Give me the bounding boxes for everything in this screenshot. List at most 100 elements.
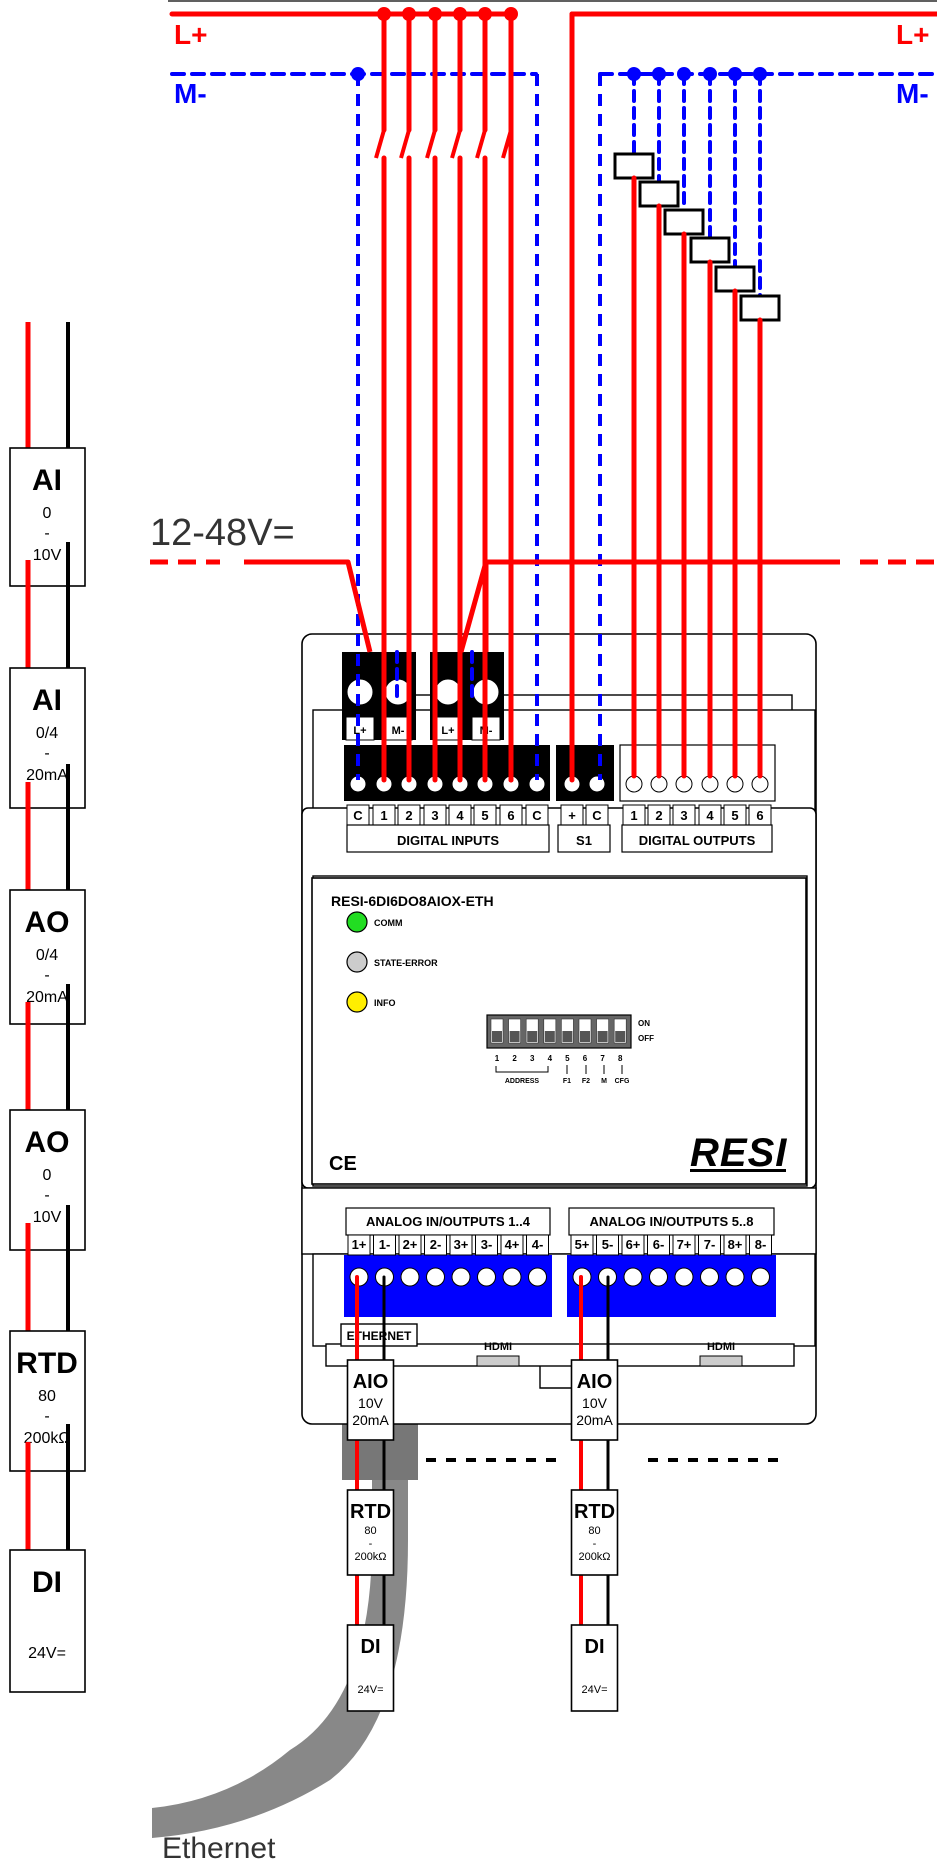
power-terminal-block-1: L+M-	[342, 652, 416, 741]
aio-terminal-label: 1+	[352, 1237, 367, 1252]
s1-block: +CS1	[556, 745, 614, 853]
junction-dot	[652, 67, 666, 81]
legend-line: 80	[38, 1388, 56, 1405]
dip-lever	[562, 1031, 573, 1042]
aio-label-box	[526, 1234, 549, 1256]
legend-item-ao: AO0-10V	[9, 984, 86, 1251]
legend-title: AO	[25, 1126, 70, 1159]
legend-line: 0	[43, 1167, 52, 1184]
aio-terminal-label: 5+	[575, 1237, 590, 1252]
junction-dot	[753, 67, 767, 81]
legend-box	[9, 1109, 86, 1251]
sensor-box	[570, 1359, 619, 1441]
legend-line: 20mA	[26, 767, 68, 784]
legend-line: 200kΩ	[24, 1430, 71, 1447]
hdmi-port-2[interactable]: HDMI	[699, 1341, 743, 1367]
di-terminal-label: 6	[507, 808, 514, 823]
aio-terminal-label: 2+	[403, 1237, 418, 1252]
supply-voltage-label: 12-48V=	[150, 512, 295, 554]
relay-coil-2	[638, 180, 680, 208]
device-model-name: RESI-6DI6DO8AIOX-ETH	[331, 893, 494, 909]
legend-line: 0	[43, 505, 52, 522]
s1-terminal-label: C	[592, 808, 602, 823]
sensor-line: 80	[588, 1525, 600, 1537]
ce-mark: CE	[329, 1153, 357, 1175]
sensor-line: -	[369, 1538, 373, 1550]
relay-coil-6	[739, 294, 781, 322]
aio-terminal-body	[567, 1255, 776, 1317]
relay-coil-3	[663, 208, 705, 236]
hdmi-port-1[interactable]: HDMI	[476, 1341, 520, 1367]
ethernet-port[interactable]: ETHERNET	[340, 1323, 418, 1347]
led-info	[346, 991, 368, 1013]
svg-text:RESI: RESI	[690, 1131, 787, 1175]
svg-text:HDMI: HDMI	[484, 1341, 512, 1353]
aio-screw-3+[interactable]	[451, 1267, 471, 1287]
sensor-title: RTD	[350, 1501, 391, 1523]
aio-terminal-body	[344, 1255, 552, 1317]
sensor-line: 10V	[358, 1395, 384, 1411]
do-terminal-label: 4	[706, 808, 714, 823]
aio-label-box	[698, 1234, 721, 1256]
legend-item-ai: AI0-10V	[9, 322, 86, 587]
aio-label-box	[723, 1234, 747, 1256]
ethernet-cable-label: Ethernet	[162, 1832, 276, 1861]
aio-group-label: ANALOG IN/OUTPUTS 5..8	[590, 1214, 754, 1229]
led-comm	[346, 911, 368, 933]
legend-box	[9, 1549, 86, 1693]
legend-line: 20mA	[26, 989, 68, 1006]
aio-screw-7+[interactable]	[674, 1267, 694, 1287]
legend-item-ao: AO0/4-20mA	[9, 764, 86, 1025]
legend-line: -	[44, 525, 49, 542]
dip-number: 3	[530, 1054, 535, 1063]
aio-screw-6-[interactable]	[649, 1267, 668, 1287]
s1-screw[interactable]	[588, 775, 606, 793]
dip-lever	[509, 1031, 520, 1042]
aio-terminal-label: 2-	[430, 1237, 442, 1252]
junction-dot	[377, 7, 391, 21]
digital-outputs-label: DIGITAL OUTPUTS	[639, 833, 756, 848]
aio-group-box	[568, 1207, 775, 1236]
junction-dot	[677, 67, 691, 81]
aio-screw-2-[interactable]	[426, 1267, 445, 1287]
legend-box	[9, 667, 86, 809]
sensor-title: DI	[585, 1636, 605, 1658]
aio-screw-8-[interactable]	[751, 1267, 770, 1287]
do-terminal-label: 6	[756, 808, 763, 823]
func-label: F2	[582, 1078, 590, 1085]
aio-terminal-label: 7-	[704, 1237, 716, 1252]
sensor-box	[346, 1489, 395, 1576]
aio-screw-3-[interactable]	[477, 1267, 496, 1287]
aio-screw-4+[interactable]	[502, 1267, 522, 1287]
aio-screw-7-[interactable]	[700, 1267, 719, 1287]
aio-label-box	[424, 1234, 447, 1256]
dip-lever	[580, 1031, 590, 1042]
aio-label-box	[449, 1234, 473, 1256]
power-screw[interactable]	[434, 678, 462, 706]
aio-screw-6+[interactable]	[623, 1267, 643, 1287]
aio-screw-4-[interactable]	[528, 1267, 547, 1287]
svg-text:HDMI: HDMI	[707, 1341, 735, 1353]
aio-screw-2+[interactable]	[400, 1267, 420, 1287]
s1-block-body	[556, 745, 614, 801]
aio-screw-8+[interactable]	[725, 1267, 745, 1287]
junction-dot	[504, 7, 518, 21]
di-switch-contact	[450, 129, 462, 159]
sensor-line: 24V=	[358, 1684, 384, 1696]
field-wiring	[150, 7, 937, 1627]
legend-title: AI	[32, 464, 62, 497]
aio-terminal-label: 8-	[755, 1237, 767, 1252]
aio-label-box	[621, 1234, 645, 1256]
digital-inputs-label: DIGITAL INPUTS	[397, 833, 499, 848]
legend-line: 10V	[33, 1209, 62, 1226]
di-switch-contact	[475, 129, 487, 159]
aio-label-box	[373, 1234, 396, 1256]
power-terminal-label: L+	[441, 725, 454, 737]
